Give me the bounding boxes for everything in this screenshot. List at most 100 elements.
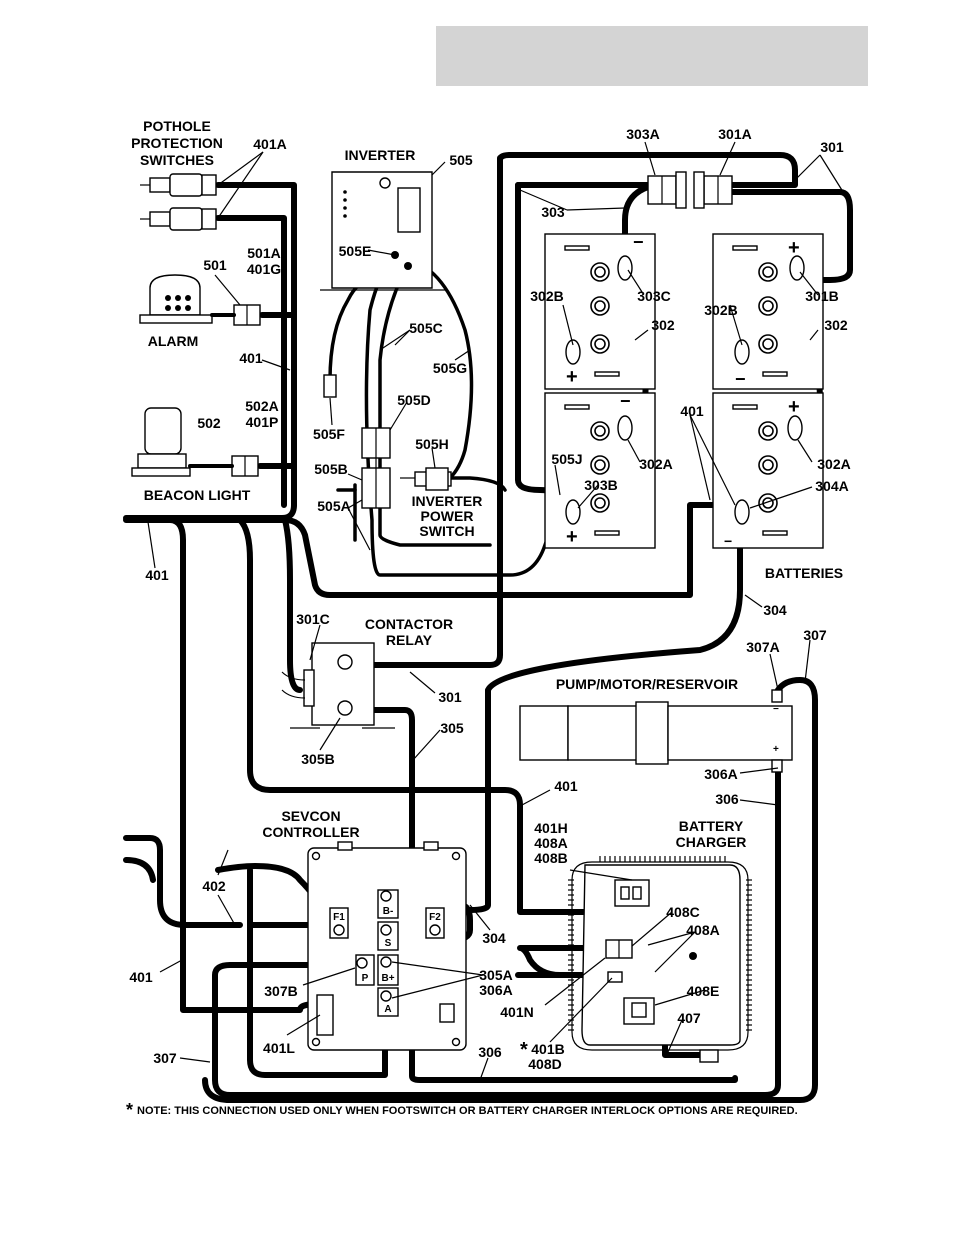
callout-306: 306 xyxy=(715,791,739,807)
contactor-relay-label-2: RELAY xyxy=(386,632,433,648)
terminal-f2: F2 xyxy=(429,912,441,923)
callout-302-left: 302 xyxy=(651,317,675,333)
callout-numbers: 401A 505 303A 301A 301 501 501A 401G 505… xyxy=(129,126,850,1072)
inverter-unit xyxy=(320,171,445,291)
callout-501a: 501A xyxy=(247,245,280,261)
beacon-light-label: BEACON LIGHT xyxy=(144,487,251,503)
battery-vent-strip xyxy=(564,245,590,251)
battery-cell-cap-inner xyxy=(762,300,774,312)
callout-505b: 505B xyxy=(314,461,347,477)
footnote-star: * xyxy=(126,1100,133,1120)
battery-cell-cap-inner xyxy=(594,497,606,509)
battery-charger-device xyxy=(568,856,752,1063)
pothole-label-1: POTHOLE xyxy=(143,118,211,134)
sevcon-controller-label-2: CONTROLLER xyxy=(262,824,359,840)
callout-505h: 505H xyxy=(415,436,448,452)
pump-motor-reservoir-label: PUMP/MOTOR/RESERVOIR xyxy=(556,676,738,692)
callout-302a-right: 302A xyxy=(817,456,850,472)
battery-cell-cap-inner xyxy=(762,338,774,350)
callout-301a: 301A xyxy=(718,126,751,142)
battery-cell-cap-inner xyxy=(762,459,774,471)
polarity-plus-4: + xyxy=(566,526,578,548)
callout-401b-star: * xyxy=(520,1039,528,1061)
battery-connectors-303a-301a xyxy=(647,171,733,209)
callout-302a-left: 302A xyxy=(639,456,672,472)
callout-505e: 505E xyxy=(339,243,372,259)
callout-301c: 301C xyxy=(296,611,329,627)
callout-502: 502 xyxy=(197,415,221,431)
polarity-plus-2: + xyxy=(566,366,578,388)
callout-401-alarm: 401 xyxy=(239,350,263,366)
battery-caps xyxy=(564,245,788,536)
controller-terminals: F1 B- F2 S P B+ A xyxy=(333,906,441,1015)
polarity-plus-1: + xyxy=(788,237,800,259)
alarm-label: ALARM xyxy=(148,333,199,349)
callout-305b: 305B xyxy=(301,751,334,767)
callout-303: 303 xyxy=(541,204,565,220)
callout-408a-charger: 408A xyxy=(686,922,719,938)
header-box xyxy=(436,26,868,86)
callout-306a-controller: 306A xyxy=(479,982,512,998)
inverter-power-switch-label-3: SWITCH xyxy=(419,523,474,539)
callout-505g: 505G xyxy=(433,360,467,376)
terminal-f1: F1 xyxy=(333,912,345,923)
battery-cell-cap-inner xyxy=(594,459,606,471)
pump-minus-sign: − xyxy=(773,704,779,715)
callout-407: 407 xyxy=(677,1010,701,1026)
battery-cell-cap-inner xyxy=(762,266,774,278)
polarity-minus-2: − xyxy=(735,369,746,389)
callout-401g: 401G xyxy=(247,261,281,277)
callout-304: 304 xyxy=(763,602,787,618)
polarity-plus-3: + xyxy=(788,396,800,418)
terminal-p: P xyxy=(362,973,369,984)
callout-306-bottom: 306 xyxy=(478,1044,502,1060)
callout-305a: 305A xyxy=(479,967,512,983)
callout-505c: 505C xyxy=(409,320,442,336)
contactor-relay-label-1: CONTACTOR xyxy=(365,616,453,632)
battery-cell-cap-inner xyxy=(594,300,606,312)
batteries-label: BATTERIES xyxy=(765,565,843,581)
battery-charger-label-1: BATTERY xyxy=(679,818,744,834)
callout-304-controller: 304 xyxy=(482,930,506,946)
battery-vent-strip xyxy=(732,404,758,410)
callout-307-bottom: 307 xyxy=(153,1050,177,1066)
callout-307-pump: 307 xyxy=(803,627,827,643)
inverter-power-switch-device xyxy=(400,467,452,491)
callout-306a: 306A xyxy=(704,766,737,782)
inverter-label: INVERTER xyxy=(345,147,416,163)
callout-305: 305 xyxy=(440,720,464,736)
battery-vent-strip xyxy=(762,530,788,536)
footnote-text: NOTE: THIS CONNECTION USED ONLY WHEN FOO… xyxy=(137,1105,798,1117)
pothole-switch-upper xyxy=(140,173,217,197)
callout-401-bottom: 401 xyxy=(129,969,153,985)
sevcon-controller-label-1: SEVCON xyxy=(281,808,340,824)
callout-402: 402 xyxy=(202,878,226,894)
battery-cell-cap-inner xyxy=(594,425,606,437)
pothole-switch-lower xyxy=(140,207,217,231)
callout-408b: 408B xyxy=(534,850,567,866)
terminal-b-minus: B- xyxy=(383,906,394,917)
callout-505: 505 xyxy=(449,152,473,168)
alarm-device xyxy=(139,274,261,326)
inverter-connectors xyxy=(323,374,391,509)
component-labels: POTHOLE PROTECTION SWITCHES INVERTER ALA… xyxy=(131,118,843,850)
callout-505d: 505D xyxy=(397,392,430,408)
polarity-minus-1: − xyxy=(633,232,644,252)
callout-303c: 303C xyxy=(637,288,670,304)
callout-302-right: 302 xyxy=(824,317,848,333)
callout-401h: 401H xyxy=(534,820,567,836)
pump-plus-sign: + xyxy=(773,744,779,755)
battery-vent-strip xyxy=(762,371,788,377)
polarity-minus-3: − xyxy=(620,391,631,411)
callout-307a: 307A xyxy=(746,639,779,655)
callout-302b-left: 302B xyxy=(530,288,563,304)
callout-401-mid: 401 xyxy=(554,778,578,794)
callout-401b: 401B xyxy=(531,1041,564,1057)
terminal-s: S xyxy=(385,938,392,949)
sevcon-controller-device xyxy=(307,841,467,1051)
battery-vent-strip xyxy=(732,245,758,251)
callout-502a: 502A xyxy=(245,398,278,414)
callout-304a: 304A xyxy=(815,478,848,494)
battery-vent-strip xyxy=(564,404,590,410)
